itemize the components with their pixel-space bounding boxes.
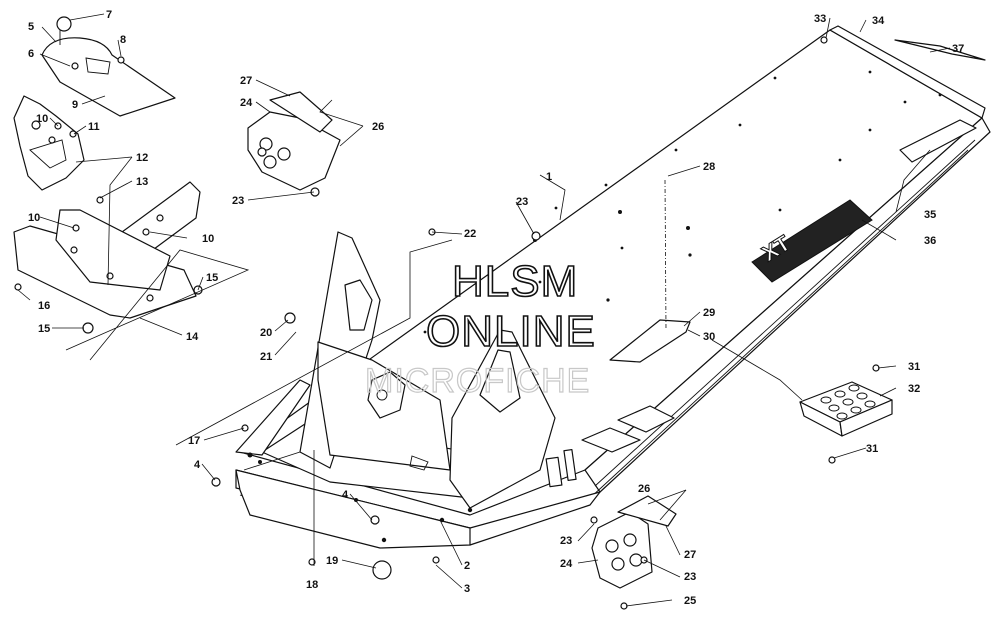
watermark: MICROFICHE HLSM ONLINE — [364, 256, 596, 400]
callout-1: 1 — [546, 171, 552, 183]
upper-cover — [41, 16, 176, 117]
foot-bracket-upper — [247, 91, 341, 191]
callout-23-d: 23 — [560, 535, 572, 547]
callout-33: 33 — [814, 13, 826, 25]
callout-5: 5 — [28, 21, 34, 33]
callout-17: 17 — [188, 435, 200, 447]
side-bracket-upper — [13, 95, 85, 191]
callout-31-b: 31 — [866, 443, 878, 455]
callout-24-b: 24 — [560, 558, 573, 570]
callout-36: 36 — [924, 235, 936, 247]
callout-31-a: 31 — [908, 361, 920, 373]
callout-8: 8 — [120, 34, 126, 46]
watermark-line2: ONLINE — [426, 307, 596, 356]
callout-2: 2 — [464, 560, 470, 572]
watermark-line1: HLSM — [452, 257, 578, 306]
callout-30: 30 — [703, 331, 715, 343]
callout-37: 37 — [952, 43, 964, 55]
callout-27-a: 27 — [240, 75, 252, 87]
callout-25: 25 — [684, 595, 696, 607]
callout-12: 12 — [136, 152, 148, 164]
callout-3: 3 — [464, 583, 470, 595]
callout-10-c: 10 — [202, 233, 214, 245]
callout-13: 13 — [136, 176, 148, 188]
foot-bracket-lower — [591, 495, 677, 589]
callout-20: 20 — [260, 327, 272, 339]
callout-23-b: 23 — [516, 196, 528, 208]
callout-24-a: 24 — [240, 97, 253, 109]
leader-lines — [17, 13, 951, 607]
callout-6: 6 — [28, 48, 34, 60]
callout-27-b: 27 — [684, 549, 696, 561]
decal-stripe — [899, 119, 977, 163]
callout-18: 18 — [306, 579, 318, 591]
callout-23-a: 23 — [232, 195, 244, 207]
cover-plate — [609, 319, 691, 363]
callout-9: 9 — [72, 99, 78, 111]
callout-10-a: 10 — [36, 113, 48, 125]
callout-16: 16 — [38, 300, 50, 312]
callout-10-b: 10 — [28, 212, 40, 224]
callout-15-a: 15 — [206, 272, 218, 284]
callout-7: 7 — [106, 9, 112, 21]
callout-29: 29 — [703, 307, 715, 319]
callout-32: 32 — [908, 383, 920, 395]
callout-22: 22 — [464, 228, 476, 240]
fasteners — [14, 36, 880, 610]
callout-34: 34 — [872, 15, 885, 27]
callout-4-b: 4 — [342, 489, 349, 501]
callout-23-c: 23 — [684, 571, 696, 583]
callout-15-b: 15 — [38, 323, 50, 335]
rivets — [247, 70, 942, 543]
callout-19: 19 — [326, 555, 338, 567]
callout-26-b: 26 — [638, 483, 650, 495]
callout-21: 21 — [260, 351, 272, 363]
callout-14: 14 — [186, 331, 199, 343]
rear-bumper — [829, 25, 986, 119]
tunnel-assembly: XT — [235, 25, 991, 549]
callout-11: 11 — [88, 121, 100, 133]
watermark-line3: MICROFICHE — [365, 362, 590, 400]
step-plate — [799, 381, 893, 437]
callout-28: 28 — [703, 161, 715, 173]
callout-4-a: 4 — [194, 459, 201, 471]
xt-decal — [751, 199, 873, 283]
callout-26-a: 26 — [372, 121, 384, 133]
callouts: 7 5 6 8 9 10 11 12 13 10 10 15 16 15 14 … — [28, 9, 964, 607]
callout-35: 35 — [924, 209, 936, 221]
